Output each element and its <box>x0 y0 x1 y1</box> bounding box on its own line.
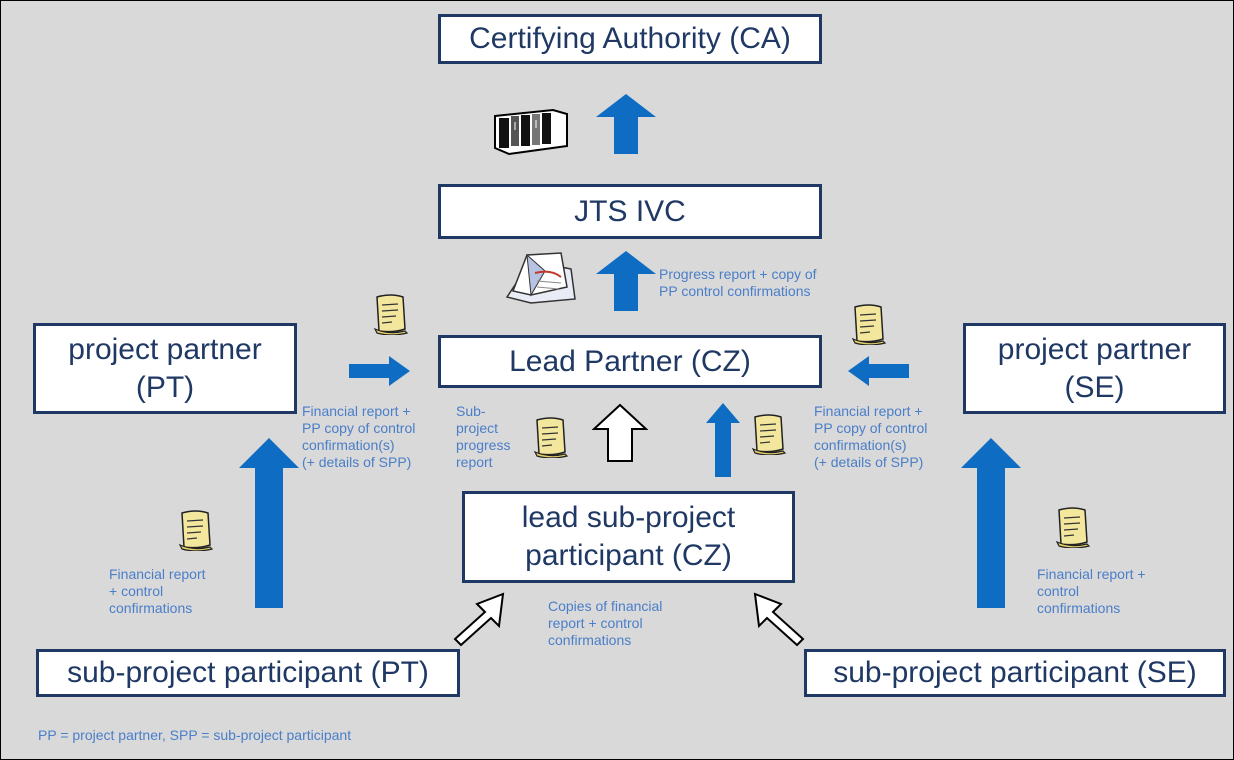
arrow-spp-se-to-pp-se <box>961 438 1021 608</box>
document-icon <box>531 416 573 458</box>
financial-report-left-label: Financial report + PP copy of control co… <box>302 403 416 470</box>
sub-project-progress-label: Sub- project progress report <box>456 403 511 470</box>
document-icon <box>749 413 791 455</box>
sub-project-participant-se-box: sub-project participant (SE) <box>804 649 1226 697</box>
arrow-spp-pt-to-pp-pt <box>239 438 299 608</box>
document-icon <box>1053 506 1095 548</box>
document-icon <box>849 303 891 345</box>
progress-report-label: Progress report + copy of PP control con… <box>659 266 817 299</box>
arrow-lead-sub-to-lead-partner-outline <box>592 403 648 463</box>
project-partner-pt-box: project partner (PT) <box>33 323 297 414</box>
arrow-lead-partner-to-jts <box>596 251 656 311</box>
document-icon <box>371 293 413 335</box>
arrow-spp-pt-to-lead-sub <box>449 588 509 648</box>
document-icon <box>176 509 218 551</box>
papers-icon <box>501 251 581 306</box>
project-partner-se-box: project partner (SE) <box>963 323 1226 414</box>
copies-of-financial-report-label: Copies of financial report + control con… <box>548 598 663 648</box>
jts-ivc-box: JTS IVC <box>438 184 822 239</box>
binders-icon <box>491 106 571 156</box>
lead-sub-project-participant-box: lead sub-project participant (CZ) <box>462 491 795 583</box>
financial-report-se-bottom-label: Financial report + control confirmations <box>1037 566 1146 616</box>
arrow-lead-sub-to-lead-partner-filled <box>706 403 740 477</box>
arrow-jts-to-ca <box>596 94 656 154</box>
lead-partner-box: Lead Partner (CZ) <box>438 335 822 388</box>
financial-report-right-label: Financial report + PP copy of control co… <box>814 403 928 470</box>
certifying-authority-box: Certifying Authority (CA) <box>438 14 822 64</box>
arrow-spp-se-to-lead-sub <box>749 588 809 648</box>
arrow-pp-pt-to-lead-partner <box>349 356 410 386</box>
sub-project-participant-pt-box: sub-project participant (PT) <box>36 649 460 697</box>
financial-report-pt-bottom-label: Financial report + control confirmations <box>109 566 206 616</box>
arrow-pp-se-to-lead-partner <box>848 356 909 386</box>
footnote: PP = project partner, SPP = sub-project … <box>38 727 352 743</box>
